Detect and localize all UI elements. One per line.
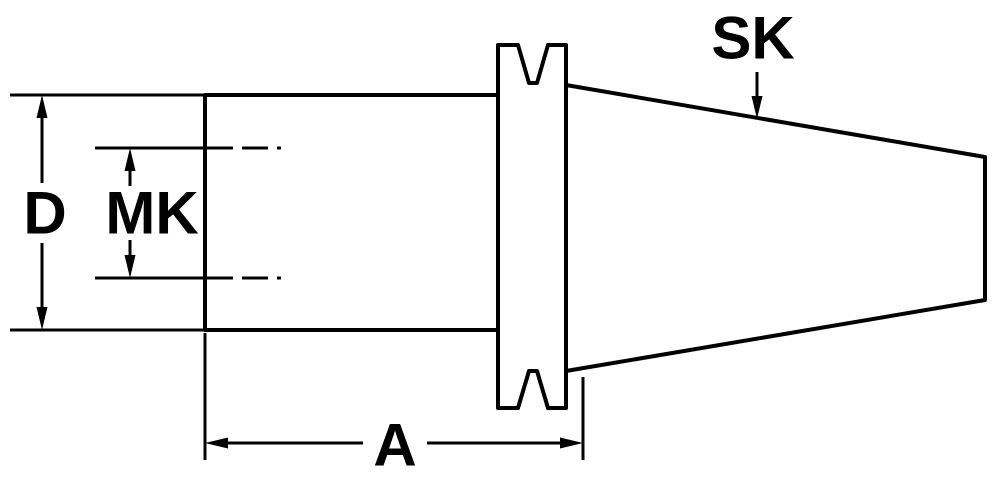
hidden-bore-lines xyxy=(207,146,281,280)
v-flange xyxy=(496,43,568,410)
taper-cone xyxy=(564,83,987,373)
dimension-a: A xyxy=(203,333,585,479)
arrow-up-icon xyxy=(36,95,48,118)
arrow-down-icon xyxy=(124,255,136,278)
dimension-d: D xyxy=(10,93,205,332)
arrow-down-icon xyxy=(751,96,763,119)
arrow-left-icon xyxy=(205,437,228,449)
morse-taper-label: MK xyxy=(105,180,198,247)
arrow-up-icon xyxy=(124,148,136,171)
arrow-right-icon xyxy=(560,437,583,449)
steep-taper-label: SK xyxy=(711,5,794,72)
diameter-label: D xyxy=(23,180,66,247)
arrow-down-icon xyxy=(36,307,48,330)
part-outline xyxy=(203,43,987,410)
label-sk: SK xyxy=(711,5,795,119)
dimension-mk: MK xyxy=(95,146,207,280)
shank-body xyxy=(203,93,500,332)
length-label: A xyxy=(373,412,416,479)
